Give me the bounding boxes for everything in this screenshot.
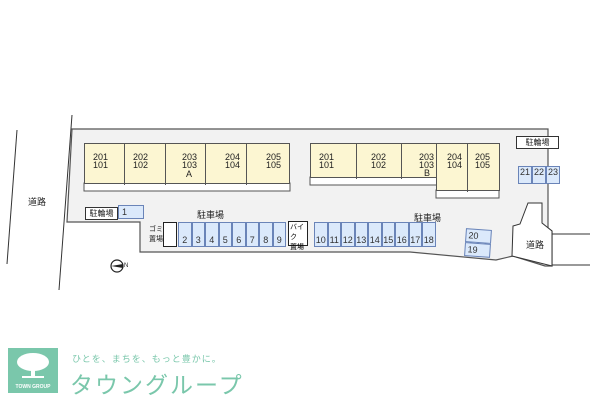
parking-row-right: 10 11 12 13 14 15 16 17 18 — [314, 222, 436, 247]
spot-10: 10 — [314, 222, 328, 247]
spot-17: 17 — [408, 222, 422, 247]
motorbike-area: バイク置場 — [288, 221, 308, 251]
spot-13: 13 — [354, 222, 368, 247]
logo-brand: タウングループ — [70, 373, 244, 399]
spot-15: 15 — [381, 222, 395, 247]
spot-5: 5 — [218, 222, 232, 247]
spot-1: 1 — [118, 205, 144, 219]
parking-row-left: 2 3 4 5 6 7 8 9 — [178, 222, 286, 247]
garbage-area-label: ゴミ置場 — [149, 225, 163, 243]
spot-7: 7 — [245, 222, 259, 247]
spot-11: 11 — [327, 222, 341, 247]
spot-6: 6 — [232, 222, 246, 247]
spot-2: 2 — [178, 222, 192, 247]
spot-18: 18 — [422, 222, 436, 247]
spot-14: 14 — [368, 222, 382, 247]
building-b-label: B — [424, 168, 431, 178]
spot-16: 16 — [395, 222, 409, 247]
bicycle-parking-label-left: 駐輪場 — [85, 207, 118, 220]
logo-tagline: ひとを、まちを、もっと豊かに。 — [72, 355, 222, 365]
building-a-label: A — [186, 169, 193, 179]
bicycle-parking-label-right: 駐輪場 — [516, 136, 559, 149]
spot-21: 21 — [518, 166, 532, 184]
parking-vertical: 20 19 — [464, 228, 492, 258]
spot-22: 22 — [532, 166, 546, 184]
left-road-label: 道路 — [28, 198, 47, 208]
bicycle-spots-right: 21 22 23 — [518, 166, 560, 184]
parking-label-left: 駐車場 — [197, 211, 225, 221]
tree-icon — [17, 353, 49, 378]
garbage-area — [163, 222, 177, 247]
logo-caption: TOWN GROUP — [15, 384, 51, 390]
spot-12: 12 — [341, 222, 355, 247]
spot-3: 3 — [191, 222, 205, 247]
svg-text:N: N — [124, 263, 128, 269]
spot-4: 4 — [205, 222, 219, 247]
right-road-label: 道路 — [526, 241, 545, 251]
spot-8: 8 — [259, 222, 273, 247]
spot-19: 19 — [464, 242, 491, 258]
spot-9: 9 — [272, 222, 286, 247]
parking-label-right: 駐車場 — [414, 214, 442, 224]
town-group-logo: TOWN GROUP — [8, 348, 58, 393]
spot-23: 23 — [546, 166, 560, 184]
compass-north-icon: N — [110, 258, 132, 273]
